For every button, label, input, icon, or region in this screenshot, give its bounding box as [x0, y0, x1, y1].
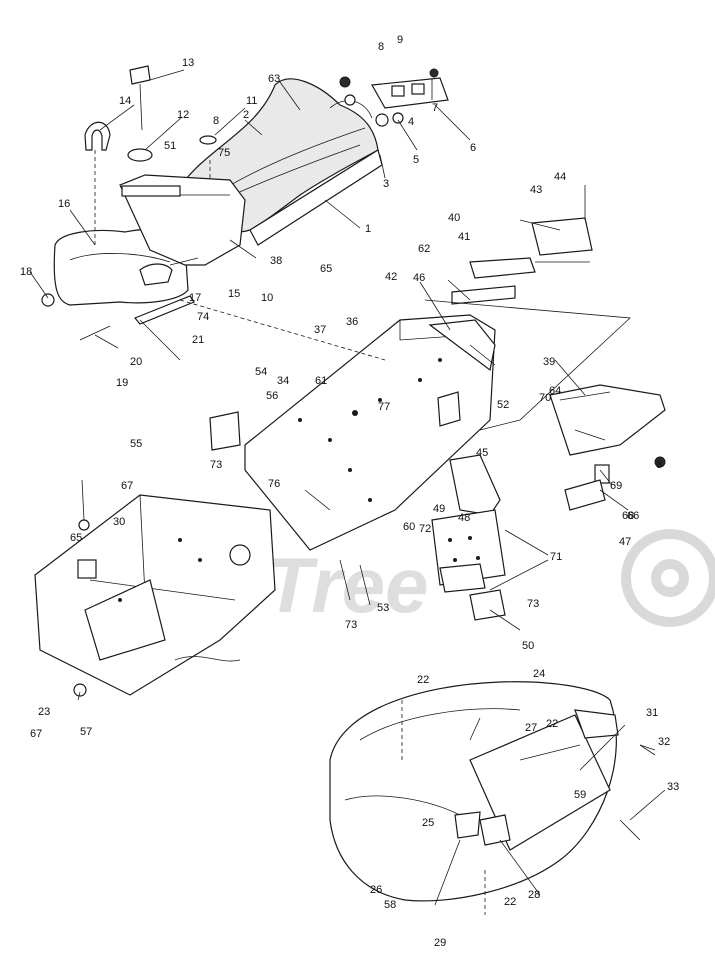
nose-pan-assembly: [329, 681, 656, 902]
callout-77: 77: [378, 401, 390, 413]
callout-10: 10: [261, 292, 273, 304]
callout-6: 6: [470, 142, 476, 154]
callout-29: 29: [434, 937, 446, 949]
callout-64: 64: [549, 385, 561, 397]
callout-53: 53: [377, 602, 389, 614]
callout-40: 40: [448, 212, 460, 224]
chassis-tunnel: [209, 314, 496, 551]
callout-58: 58: [384, 899, 396, 911]
callout-8-mid: 8: [213, 115, 219, 127]
callout-17: 17: [189, 292, 201, 304]
callout-56: 56: [266, 390, 278, 402]
callout-9: 9: [397, 34, 403, 46]
callout-26: 26: [370, 884, 382, 896]
callout-22-mid: 22: [546, 718, 558, 730]
callout-54: 54: [255, 366, 267, 378]
callout-45: 45: [476, 447, 488, 459]
callout-labels: 1 2 3 4 5 6 7 8 8 8 9 10 11 12 13 14 15 …: [20, 34, 679, 949]
callout-47: 47: [619, 536, 631, 548]
callout-61: 61: [315, 375, 327, 387]
callout-37: 37: [314, 324, 326, 336]
callout-48: 48: [458, 512, 470, 524]
seat-hardware: [339, 68, 449, 127]
callout-67-bottom: 67: [30, 728, 42, 740]
callout-19: 19: [116, 377, 128, 389]
callout-73-left: 73: [210, 459, 222, 471]
callout-42: 42: [385, 271, 397, 283]
callout-75: 75: [218, 147, 230, 159]
callout-57: 57: [80, 726, 92, 738]
callout-67-top: 67: [121, 480, 133, 492]
callout-14: 14: [119, 95, 131, 107]
callout-38: 38: [270, 255, 282, 267]
callout-1: 1: [365, 223, 371, 235]
callout-5: 5: [413, 154, 419, 166]
callout-63: 63: [268, 73, 280, 85]
reference-lines: [94, 150, 486, 915]
callout-55: 55: [130, 438, 142, 450]
callout-23: 23: [38, 706, 50, 718]
watermark-wheel-icon: [621, 529, 715, 627]
callout-27: 27: [525, 722, 537, 734]
callout-24: 24: [533, 668, 545, 680]
callout-72: 72: [419, 523, 431, 535]
callout-18: 18: [20, 266, 32, 278]
callout-46: 46: [413, 272, 425, 284]
rear-bumper: [549, 384, 666, 511]
callout-32: 32: [658, 736, 670, 748]
callout-31: 31: [646, 707, 658, 719]
leader-lines: [29, 69, 666, 906]
callout-25: 25: [422, 817, 434, 829]
footrest-plates: [431, 454, 506, 621]
callout-71: 71: [550, 551, 562, 563]
callout-50: 50: [522, 640, 534, 652]
callout-73-mid: 73: [345, 619, 357, 631]
front-frame: [34, 479, 276, 697]
callout-60: 60: [403, 521, 415, 533]
callout-44: 44: [554, 171, 566, 183]
callout-51: 51: [164, 140, 176, 152]
callout-41: 41: [458, 231, 470, 243]
callout-65-left: 65: [70, 532, 82, 544]
callout-2: 2: [243, 109, 249, 121]
callout-76: 76: [268, 478, 280, 490]
callout-36: 36: [346, 316, 358, 328]
callout-59: 59: [574, 789, 586, 801]
callout-22-top: 22: [417, 674, 429, 686]
callout-70: 70: [539, 392, 551, 404]
callout-16: 16: [58, 198, 70, 210]
rear-brackets: [424, 217, 631, 431]
callout-20: 20: [130, 356, 142, 368]
fuel-tank: [41, 65, 246, 341]
callout-21: 21: [192, 334, 204, 346]
callout-7: 7: [432, 102, 438, 114]
callout-8-right: 8: [656, 459, 662, 471]
callout-34: 34: [277, 375, 289, 387]
callout-8-top: 8: [378, 41, 384, 53]
callout-3: 3: [383, 178, 389, 190]
callout-43: 43: [530, 184, 542, 196]
callout-68: 68: [622, 510, 634, 522]
callout-12: 12: [177, 109, 189, 121]
callout-49: 49: [433, 503, 445, 515]
callout-28: 28: [528, 889, 540, 901]
callout-66: 66: [627, 510, 639, 522]
callout-74: 74: [197, 311, 209, 323]
callout-13: 13: [182, 57, 194, 69]
callout-69: 69: [610, 480, 622, 492]
callout-62: 62: [418, 243, 430, 255]
callout-30: 30: [113, 516, 125, 528]
callout-22-bottom: 22: [504, 896, 516, 908]
callout-73-right: 73: [527, 598, 539, 610]
callout-4: 4: [408, 116, 414, 128]
callout-39: 39: [543, 356, 555, 368]
callout-15: 15: [228, 288, 240, 300]
callout-65-upper: 65: [320, 263, 332, 275]
callout-52: 52: [497, 399, 509, 411]
callout-11: 11: [246, 95, 257, 107]
callout-33: 33: [667, 781, 679, 793]
